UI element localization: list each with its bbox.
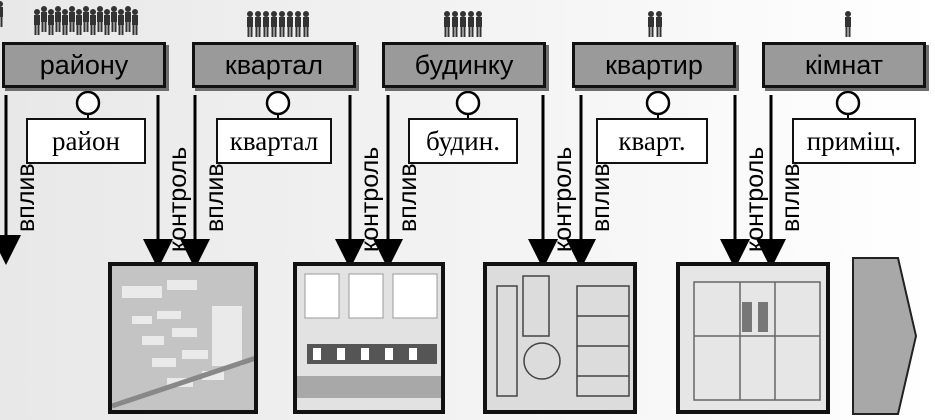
apartment-plan-image <box>676 262 830 414</box>
crowd-icon-large <box>0 1 138 35</box>
unit-building: будин. <box>408 118 518 164</box>
person-icon <box>845 11 851 37</box>
influence-label-4: вплив <box>587 163 615 232</box>
quarter-plan-image <box>293 262 445 414</box>
link-circle-2 <box>265 90 291 116</box>
district-plan-image <box>108 262 258 414</box>
influence-label-2: вплив <box>201 163 229 232</box>
control-label-1: контроль <box>164 146 192 252</box>
building-plan-image <box>483 262 637 414</box>
link-circle-5 <box>835 90 861 116</box>
unit-district: район <box>26 118 146 164</box>
influence-label-5: вплив <box>777 163 805 232</box>
unit-apartment: кварт. <box>596 118 708 164</box>
control-label-2: контроль <box>356 146 384 252</box>
level-apartment-box: квартир <box>572 42 736 88</box>
level-building-box: будинку <box>382 42 546 88</box>
pair-icon <box>648 11 662 37</box>
crowd-icon-medium <box>247 11 309 37</box>
link-circle-3 <box>455 90 481 116</box>
control-label-3: контроль <box>549 146 577 252</box>
influence-label-1: вплив <box>12 163 40 232</box>
next-chevron-icon <box>852 257 918 415</box>
level-quarter-box: квартал <box>192 42 356 88</box>
influence-label-3: вплив <box>394 163 422 232</box>
control-label-4: контроль <box>741 146 769 252</box>
unit-quarter: квартал <box>216 118 332 164</box>
link-circle-4 <box>645 90 671 116</box>
level-room-box: кімнат <box>762 42 926 88</box>
crowd-icon-small <box>444 11 482 37</box>
unit-room: приміщ. <box>792 118 916 164</box>
level-district-box: району <box>2 42 166 88</box>
link-circle-1 <box>75 90 101 116</box>
